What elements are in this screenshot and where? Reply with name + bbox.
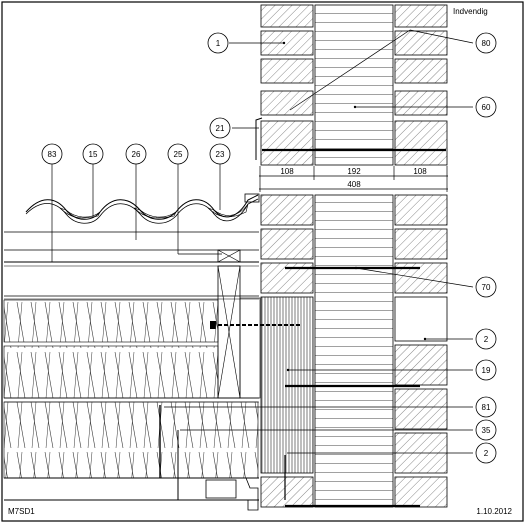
callout-labels: 1 80 60 21 83 15 26 25 23 70 2 19 81 35 … [48,39,491,458]
roof-section [3,117,300,511]
callout-label: 19 [482,366,491,375]
dim-total: 408 [347,180,361,189]
callout-label: 23 [216,150,225,159]
dim-cavity: 192 [347,167,361,176]
dim-outer-leaf: 108 [280,167,294,176]
callout-23 [209,143,231,165]
callout-19 [475,359,497,381]
callout-83 [41,143,63,165]
callout-label: 60 [482,103,491,112]
inner-leaf-upper [394,4,448,166]
callout-label: 26 [132,150,141,159]
callout-label: 35 [482,426,491,435]
callout-2a [475,328,497,350]
callout-label: 1 [216,39,221,48]
interior-side-label: Indvendig [453,7,488,16]
cavity-insulation-upper [314,4,394,166]
outer-leaf-lower [260,194,314,508]
callout-21 [209,117,231,139]
inner-leaf-lower [394,194,448,508]
dim-inner-leaf: 108 [413,167,427,176]
callout-label: 81 [482,403,491,412]
callout-label: 15 [89,150,98,159]
callout-26 [125,143,147,165]
callout-35 [475,419,497,441]
drawing-date: 1.10.2012 [476,507,512,516]
masonry-wall [260,4,448,508]
callout-bubbles [41,32,497,464]
callout-81 [475,396,497,418]
callout-70 [475,276,497,298]
callout-1 [207,32,229,54]
dimension-lines [259,166,448,192]
callout-25 [167,143,189,165]
outer-leaf-upper [260,4,314,166]
callout-label: 83 [48,150,57,159]
callout-label: 2 [484,335,489,344]
callout-80 [475,32,497,54]
callout-label: 21 [216,124,225,133]
cavity-insulation-lower [314,194,394,508]
leader-lines [51,29,474,454]
callout-60 [475,96,497,118]
callout-label: 70 [482,283,491,292]
callout-label: 25 [174,150,183,159]
callout-15 [82,143,104,165]
drawing-code: M7SD1 [8,507,35,516]
callout-label: 80 [482,39,491,48]
callout-label: 2 [484,449,489,458]
callout-2b [475,442,497,464]
